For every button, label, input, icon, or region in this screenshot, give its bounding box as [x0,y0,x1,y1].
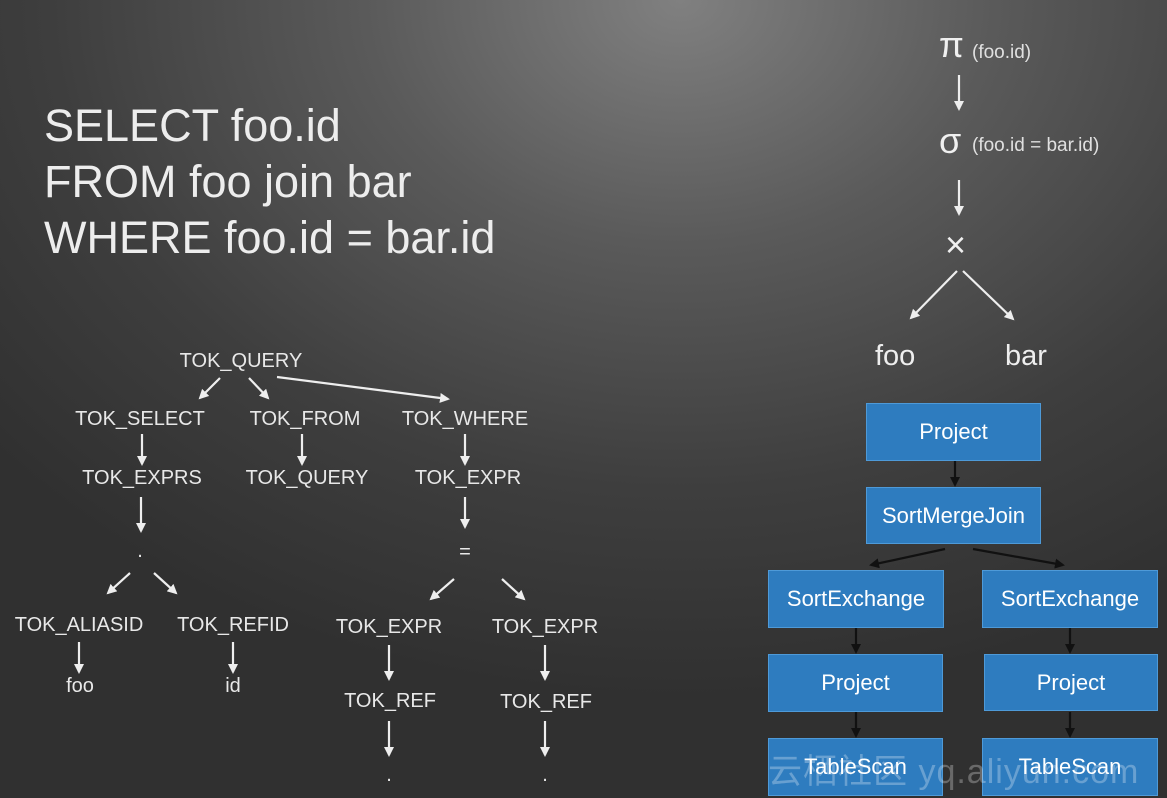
ast-node-exprs: TOK_EXPRS [82,467,202,489]
plan-edge-join-exchl [869,547,946,569]
ast-node-ref-right: TOK_REF [500,691,592,713]
ast-node-refid: TOK_REFID [177,614,289,636]
ast-node-dot-left: . [386,764,392,786]
plan-node-project-top: Project [866,403,1041,461]
ast-edge-eq-left [429,578,455,601]
ra-cross-symbol: × [945,224,967,265]
ast-edge-query-from [248,377,270,400]
ra-sigma-note: (foo.id = bar.id) [972,135,1100,156]
ra-pi-note: (foo.id) [972,42,1032,63]
ast-node-where-expr: TOK_EXPR [414,467,522,489]
ast-node-query: TOK_QUERY [179,350,303,372]
plan-edge-join-exchr [972,547,1065,569]
plan-node-tablescan-left: TableScan [768,738,943,796]
ast-node-expr-right: TOK_EXPR [491,616,599,638]
ast-edge-query-select [198,377,221,400]
sql-line-where: WHERE foo.id = bar.id [44,212,496,263]
ast-node-id: id [225,675,241,697]
ast-node-select: TOK_SELECT [75,408,205,430]
sql-query: SELECT foo.id FROM foo join bar WHERE fo… [44,98,495,266]
plan-node-project-left: Project [768,654,943,712]
ast-node-ref-left: TOK_REF [344,690,436,712]
ast-node-from-query: TOK_QUERY [245,467,369,489]
ast-node-expr-left: TOK_EXPR [335,616,443,638]
plan-node-tablescan-right: TableScan [982,738,1158,796]
ast-node-foo: foo [66,675,94,697]
ra-edge-cross-bar [962,270,1015,321]
ra-leaf-foo: foo [875,340,916,372]
watermark-text: 云栖社区 yq.aliyun.com [768,753,1140,791]
sql-line-from: FROM foo join bar [44,156,412,207]
ast-node-eq: = [459,541,471,563]
ast-node-where: TOK_WHERE [401,408,529,430]
ast-edge-dot-refid [153,572,178,595]
plan-node-sortexchange-right: SortExchange [982,570,1158,628]
plan-node-project-right: Project [984,654,1158,711]
ra-edge-cross-foo [909,270,958,320]
ast-node-from: TOK_FROM [249,408,361,430]
plan-node-sortmergejoin: SortMergeJoin [866,487,1041,544]
ra-pi-symbol: π [939,24,964,65]
ast-node-dot: . [137,540,143,562]
sql-line-select: SELECT foo.id [44,100,341,151]
ast-edge-eq-right [501,578,526,601]
ra-sigma-symbol: σ [939,120,962,161]
ast-node-dot-right: . [542,764,548,786]
ast-node-aliasid: TOK_ALIASID [14,614,144,636]
plan-node-sortexchange-left: SortExchange [768,570,944,628]
ra-leaf-bar: bar [1005,340,1047,372]
ast-edge-query-where [276,375,450,403]
ast-edge-dot-aliasid [106,572,131,595]
